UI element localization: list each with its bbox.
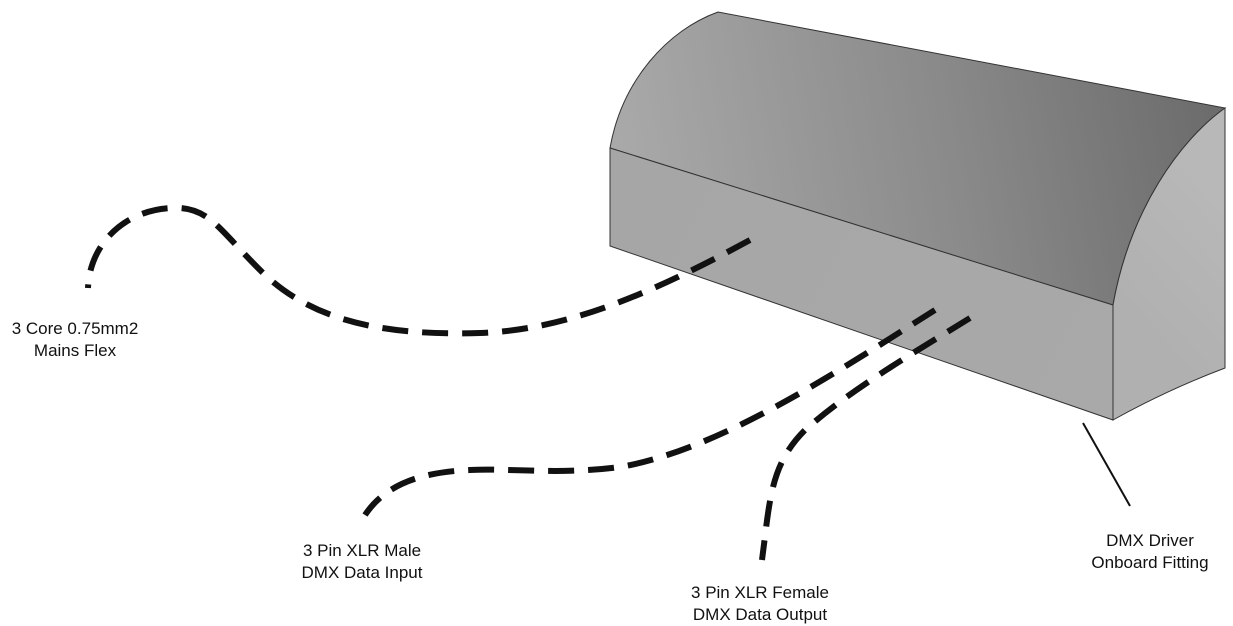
xlr-female-label-line1: 3 Pin XLR Female (691, 583, 829, 602)
xlr-male-label: 3 Pin XLR Male DMX Data Input (262, 540, 462, 584)
xlr-female-label-line2: DMX Data Output (692, 605, 828, 624)
mains-flex-label: 3 Core 0.75mm2 Mains Flex (0, 318, 150, 362)
mains-flex-cable (85, 204, 752, 337)
xlr-female-label: 3 Pin XLR Female DMX Data Output (660, 582, 860, 626)
mains-flex-label-line1: 3 Core 0.75mm2 (11, 319, 139, 338)
driver-label-line1: DMX Driver (1106, 531, 1194, 550)
xlr-male-label-line2: DMX Data Input (301, 563, 423, 582)
driver-label-line2: Onboard Fitting (1091, 553, 1209, 572)
mains-flex-label-line2: Mains Flex (33, 341, 117, 360)
xlr-female-cable (759, 315, 972, 561)
driver-label: DMX Driver Onboard Fitting (1060, 530, 1233, 574)
housing-end-face (1112, 107, 1226, 421)
xlr-male-label-line1: 3 Pin XLR Male (302, 541, 422, 560)
driver-leader-line (1082, 422, 1131, 507)
xlr-male-cable (362, 307, 937, 517)
